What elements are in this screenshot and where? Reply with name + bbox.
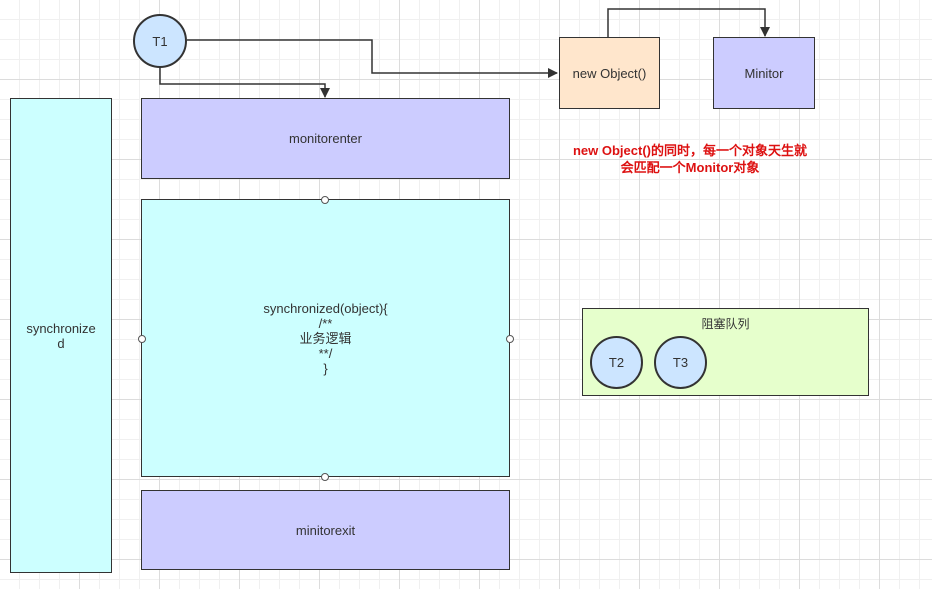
blocking-queue-title: 阻塞队列 xyxy=(701,317,750,331)
thread-t2[interactable]: T2 xyxy=(590,336,643,389)
monitor-box[interactable]: Minitor xyxy=(713,37,815,109)
monitor-note-line1: new Object()的同时，每一个对象天生就 xyxy=(572,143,807,158)
new-object-label: new Object() xyxy=(572,65,647,81)
resize-handle-right[interactable] xyxy=(506,335,514,343)
sync-block-box[interactable]: synchronized(object){ /** 业务逻辑 **/ } xyxy=(141,199,510,477)
monitorexit-label: minitorexit xyxy=(295,522,356,538)
thread-t1-label: T1 xyxy=(152,33,168,49)
arrow-t1-to-new-object xyxy=(187,39,558,78)
new-object-box[interactable]: new Object() xyxy=(559,37,660,109)
thread-t2-label: T2 xyxy=(608,355,625,370)
resize-handle-left[interactable] xyxy=(138,335,146,343)
arrow-new-object-to-monitor xyxy=(607,8,770,38)
thread-t1[interactable]: T1 xyxy=(133,14,187,68)
arrow-t1-to-monitorenter xyxy=(159,66,330,98)
resize-handle-bottom[interactable] xyxy=(321,473,329,481)
monitorenter-box[interactable]: monitorenter xyxy=(141,98,510,179)
thread-t3[interactable]: T3 xyxy=(654,336,707,389)
synchronized-label: synchronize d xyxy=(26,320,96,351)
monitorexit-box[interactable]: minitorexit xyxy=(141,490,510,570)
monitor-note: new Object()的同时，每一个对象天生就 会匹配一个Monitor对象 xyxy=(545,142,835,176)
monitorenter-label: monitorenter xyxy=(289,131,362,146)
thread-t3-label: T3 xyxy=(672,355,689,370)
synchronized-box[interactable]: synchronize d xyxy=(10,98,112,573)
monitor-label: Minitor xyxy=(744,65,784,81)
sync-block-code: synchronized(object){ /** 业务逻辑 **/ } xyxy=(263,300,388,376)
monitor-note-line2: 会匹配一个Monitor对象 xyxy=(620,160,760,175)
resize-handle-top[interactable] xyxy=(321,196,329,204)
